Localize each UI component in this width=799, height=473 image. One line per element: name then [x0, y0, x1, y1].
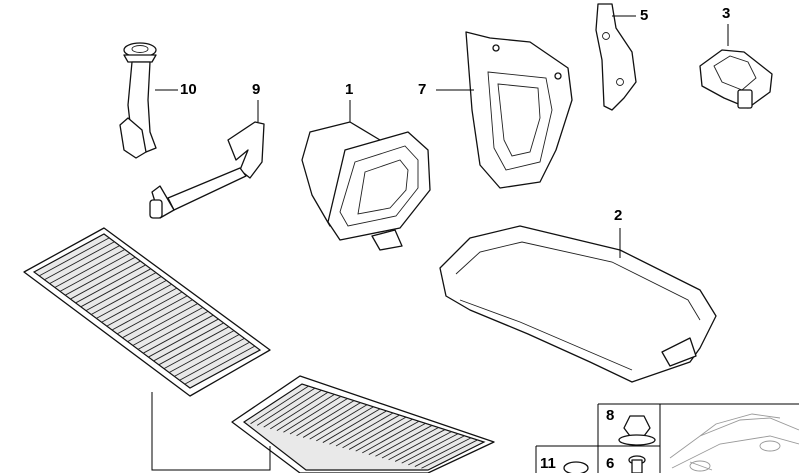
- filter-pleat: [153, 322, 224, 362]
- filter-pleat: [322, 408, 381, 443]
- hardware-inset: [535, 403, 799, 473]
- filter-pleat: [355, 418, 413, 452]
- filter-pleat: [158, 326, 230, 366]
- filter-pleat: [59, 252, 131, 292]
- filter-pleat: [90, 276, 162, 315]
- part-2-housing-cover: [439, 225, 717, 383]
- filter-pleat: [401, 433, 459, 464]
- filter-pleat: [335, 412, 394, 447]
- callout-10: 10: [180, 81, 197, 98]
- callout-6: 6: [606, 455, 615, 472]
- filter-pleat: [302, 402, 361, 438]
- filter-pleat: [179, 341, 250, 381]
- filter-pleat: [75, 264, 146, 304]
- filter-pleat: [414, 437, 472, 467]
- filter-pleat: [148, 318, 219, 358]
- filter-pleat: [132, 307, 204, 346]
- callout-3: 3: [722, 5, 731, 22]
- filter-pleat: [44, 241, 115, 281]
- filter-pleat: [163, 330, 235, 370]
- filter-pleat: [421, 439, 478, 469]
- callout-2: 2: [614, 207, 623, 224]
- filter-pleat: [348, 416, 407, 450]
- filter-pleat: [174, 338, 245, 377]
- filter-pleat: [85, 272, 157, 312]
- filter-pleat: [375, 425, 433, 457]
- filter-pleat: [408, 435, 465, 466]
- filter-pleat: [54, 249, 126, 288]
- filter-pleat: [137, 310, 209, 350]
- filter-pleat: [64, 256, 136, 296]
- filter-pleat: [38, 237, 110, 277]
- part-9-drain-hose: [149, 100, 265, 219]
- part-10-drain-pipe: [119, 42, 178, 159]
- filter-pleat: [250, 385, 309, 425]
- filter-pleat: [394, 431, 452, 462]
- filter-pleat: [296, 400, 355, 437]
- filter-pleat: [127, 303, 198, 342]
- part-6-screw: [628, 455, 646, 473]
- part-3-retainer: [699, 24, 773, 109]
- small-cabin-filter: [231, 375, 495, 473]
- vehicle-thumbnail: [669, 413, 799, 472]
- filter-pleat: [270, 391, 329, 430]
- filter-pleat: [80, 268, 152, 308]
- filter-pleat: [329, 410, 387, 445]
- filter-pleat: [116, 295, 188, 335]
- filter-pleat: [49, 245, 120, 284]
- callout-11: 11: [540, 455, 556, 472]
- filter-pleat: [289, 398, 348, 435]
- filter-pleat: [316, 406, 374, 442]
- filter-pleat: [122, 299, 193, 339]
- callout-8: 8: [606, 407, 615, 424]
- part-5-bracket: [595, 3, 637, 111]
- filter-pleat: [96, 280, 167, 319]
- part-1-intake-duct: [301, 100, 431, 251]
- filter-pleat: [184, 345, 256, 385]
- filter-pleat: [101, 283, 172, 323]
- part-7-air-guide: [436, 31, 573, 189]
- filter-pleat: [381, 427, 439, 459]
- filter-pleat: [256, 387, 316, 426]
- filter-pleat: [70, 260, 141, 300]
- filter-pleat: [388, 429, 446, 461]
- filter-pleat: [111, 291, 183, 331]
- part-8-nut: [618, 415, 656, 446]
- filter-pleat: [309, 404, 368, 440]
- filter-pleat: [106, 287, 178, 327]
- filter-pleat: [276, 393, 335, 431]
- callout-9: 9: [252, 81, 261, 98]
- part-11-clip: [563, 461, 589, 473]
- filter-pleat: [362, 420, 420, 454]
- filter-pleat: [263, 389, 322, 428]
- filter-set-bracket: [151, 392, 271, 471]
- filter-pleat: [283, 396, 342, 433]
- callout-7: 7: [418, 81, 427, 98]
- large-cabin-filter: [23, 227, 271, 397]
- filter-pleat: [168, 334, 240, 373]
- filter-pleat: [342, 414, 400, 449]
- callout-5: 5: [640, 7, 649, 24]
- filter-pleat: [368, 422, 426, 455]
- filter-pleat: [142, 314, 214, 354]
- callout-1: 1: [345, 81, 354, 98]
